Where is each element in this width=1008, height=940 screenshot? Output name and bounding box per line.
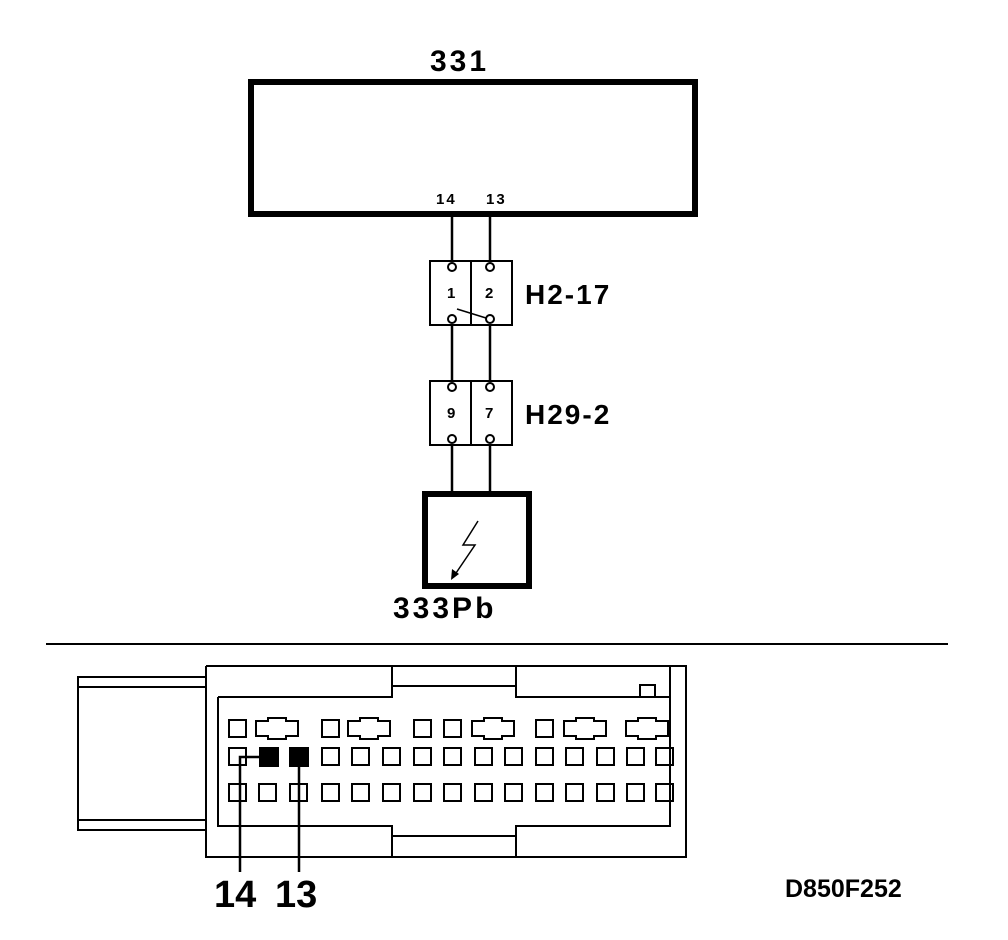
h29-2-label: H29-2 bbox=[525, 399, 611, 430]
connector-pin-14-label: 14 bbox=[214, 874, 256, 916]
filled-pin-14 bbox=[259, 747, 279, 767]
filled-pin-13 bbox=[289, 747, 309, 767]
leader-line-14 bbox=[238, 755, 259, 872]
reference-code: D850F252 bbox=[785, 875, 902, 903]
ecu-label: 331 bbox=[430, 45, 489, 78]
ecu-box bbox=[248, 79, 698, 217]
h2-pin-1: 1 bbox=[447, 285, 455, 302]
h29-pin-7: 7 bbox=[485, 405, 493, 422]
h2-pin-2: 2 bbox=[485, 285, 493, 302]
lightning-arrow-icon bbox=[451, 520, 479, 580]
sensor-box bbox=[422, 491, 532, 589]
shunt-line bbox=[456, 308, 487, 319]
ecu-pin-13: 13 bbox=[486, 191, 507, 208]
h2-17-label: H2-17 bbox=[525, 279, 611, 310]
connector-view bbox=[77, 665, 687, 872]
connector-h29-2 bbox=[429, 380, 513, 446]
sensor-label: 333Pb bbox=[393, 592, 496, 625]
connector-h2-17 bbox=[429, 260, 513, 326]
h29-pin-9: 9 bbox=[447, 405, 455, 422]
connector-pin-13-label: 13 bbox=[275, 874, 317, 916]
ecu-pin-14: 14 bbox=[436, 191, 457, 208]
